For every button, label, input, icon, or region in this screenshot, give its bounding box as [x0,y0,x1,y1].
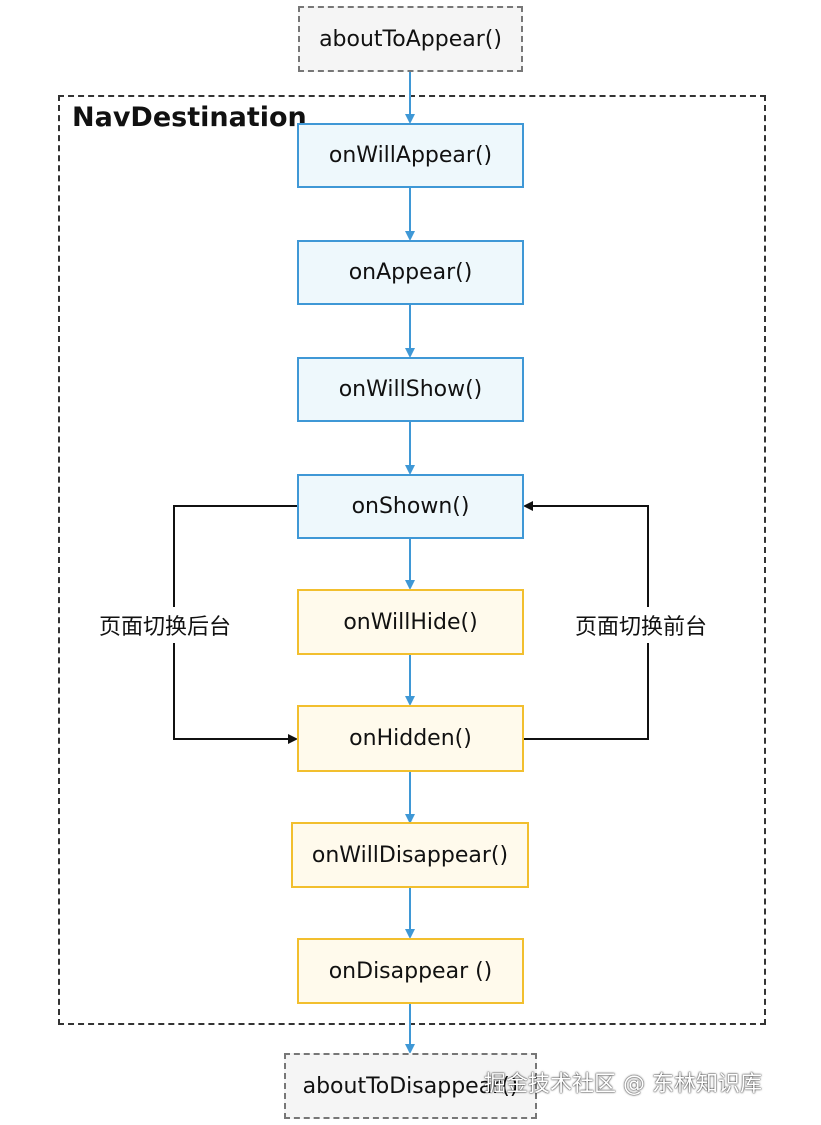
node-on-will-disappear: onWillDisappear() [291,822,529,888]
node-on-will-hide: onWillHide() [297,589,524,655]
container-title: NavDestination [72,102,307,133]
node-on-hidden: onHidden() [297,705,524,772]
watermark: 掘金技术社区 @ 东林知识库 [484,1072,762,1097]
node-on-will-appear: onWillAppear() [297,123,524,188]
side-label-to-background: 页面切换后台 [95,607,236,643]
node-about-to-disappear: aboutToDisappear() [284,1053,537,1119]
side-label-to-foreground: 页面切换前台 [571,607,712,643]
navdestination-container [58,95,766,1025]
node-on-shown: onShown() [297,474,524,539]
node-about-to-appear: aboutToAppear() [298,6,523,72]
node-on-will-show: onWillShow() [297,357,524,422]
node-on-disappear: onDisappear () [297,938,524,1004]
node-on-appear: onAppear() [297,240,524,305]
